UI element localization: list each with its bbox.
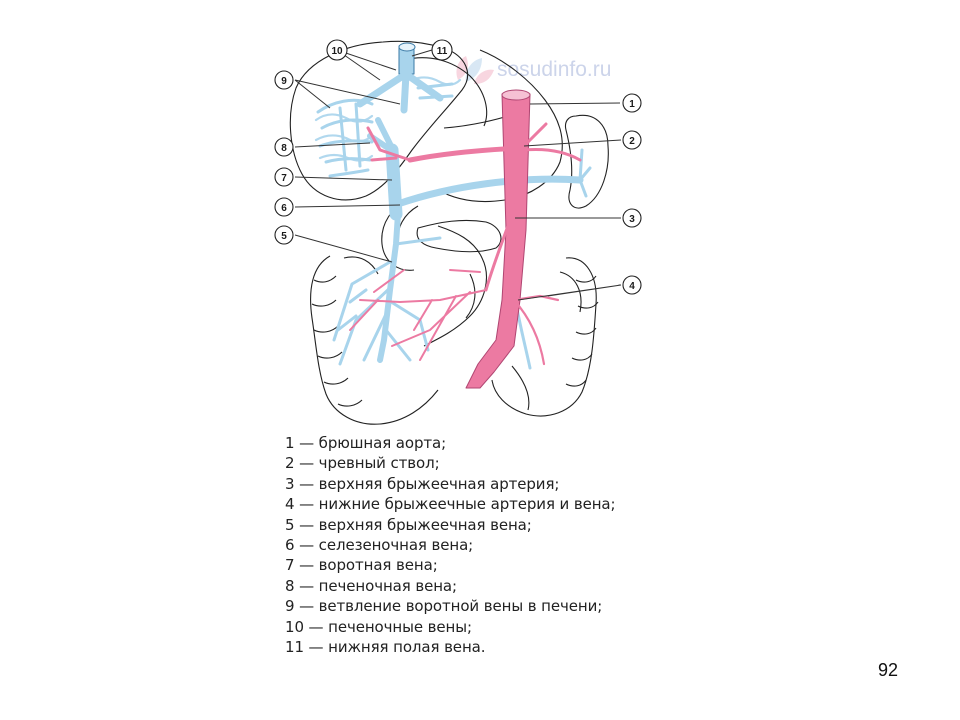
callout-10: 10 xyxy=(326,39,348,61)
liver-venous-mesh xyxy=(314,76,462,162)
legend-item-1: 1 — брюшная аорта; xyxy=(285,434,447,452)
callout-2: 2 xyxy=(622,130,642,150)
abdominal-aorta xyxy=(465,93,531,389)
svg-text:10: 10 xyxy=(331,46,343,57)
svg-text:7: 7 xyxy=(281,173,287,184)
legend-item-2: 2 — чревный ствол; xyxy=(285,454,440,473)
leader-5 xyxy=(294,234,393,263)
legend-item-7: 7 — воротная вена; xyxy=(285,556,438,575)
leader-9 xyxy=(294,79,401,109)
aorta-opening xyxy=(501,89,531,101)
leader-8 xyxy=(294,142,371,148)
watermark-text: sosudinfo.ru xyxy=(497,58,611,81)
legend-item-9: 9 — ветвление воротной вены в печени; xyxy=(285,597,603,616)
leader-2 xyxy=(523,139,622,147)
svg-text:11: 11 xyxy=(437,46,448,57)
splenic-artery xyxy=(522,148,582,162)
svg-text:9: 9 xyxy=(281,76,287,87)
legend-item-6: 6 — селезеночная вена; xyxy=(285,536,474,555)
leader-6 xyxy=(294,204,401,208)
callout-6: 6 xyxy=(274,197,294,217)
leader-11 xyxy=(411,49,433,57)
callout-11: 11 xyxy=(431,39,453,61)
svg-text:3: 3 xyxy=(629,214,635,225)
pancreas-outline xyxy=(416,219,502,253)
svg-text:5: 5 xyxy=(281,231,287,242)
common-hepatic-artery xyxy=(366,126,412,162)
svg-text:2: 2 xyxy=(629,136,635,147)
callout-8: 8 xyxy=(274,137,294,157)
callout-7: 7 xyxy=(274,167,294,187)
superior-mesenteric-vein xyxy=(377,211,401,363)
leader-1 xyxy=(529,102,621,105)
inferior-mesenteric-artery xyxy=(512,294,560,366)
callout-5: 5 xyxy=(274,225,294,245)
callout-3: 3 xyxy=(622,208,642,228)
leader-lines xyxy=(294,49,622,301)
superior-mesenteric-artery xyxy=(484,202,518,292)
legend-item-3: 3 — верхняя брыжеечная артерия; xyxy=(285,474,560,493)
callouts: 1 2 3 4 5 6 7 8 9 10 11 xyxy=(274,39,642,295)
legend-item-4: 4 — нижние брыжеечные артерия и вена; xyxy=(285,495,616,514)
legend-item-8: 8 — печеночная вена; xyxy=(285,576,457,595)
callout-1: 1 xyxy=(622,93,642,113)
splenic-vein xyxy=(394,175,584,208)
splenic-hilum-veins xyxy=(578,148,592,198)
rectum-outline xyxy=(511,365,530,411)
legend-item-10: 10 — печеночные вены; xyxy=(285,617,472,636)
colon-left-haustra xyxy=(565,275,599,387)
mesenteric-arterial-arcades xyxy=(349,269,487,361)
watermark: sosudinfo.ru xyxy=(456,56,611,84)
callout-9: 9 xyxy=(274,70,294,90)
svg-text:6: 6 xyxy=(281,203,287,214)
arterial-system xyxy=(349,89,582,389)
leader-7 xyxy=(294,176,393,181)
legend-item-5: 5 — верхняя брыжеечная вена; xyxy=(285,515,532,534)
page-number: 92 xyxy=(878,660,899,680)
legend: 1 — брюшная аорта; 2 — чревный ствол; 3 … xyxy=(285,433,616,657)
callout-4: 4 xyxy=(622,275,642,295)
colon-right-haustra xyxy=(311,275,363,407)
svg-text:4: 4 xyxy=(629,281,635,292)
organ-outlines xyxy=(289,40,609,425)
svg-text:8: 8 xyxy=(281,143,287,154)
inferior-vena-cava-opening xyxy=(398,42,416,52)
spleen-outline xyxy=(564,114,609,209)
svg-text:1: 1 xyxy=(629,99,635,110)
legend-item-11: 11 — нижняя полая вена. xyxy=(285,638,486,657)
liver-outline xyxy=(289,40,468,201)
leader-4 xyxy=(517,284,622,301)
left-gastric-artery xyxy=(522,122,548,148)
celiac-trunk xyxy=(407,145,523,163)
